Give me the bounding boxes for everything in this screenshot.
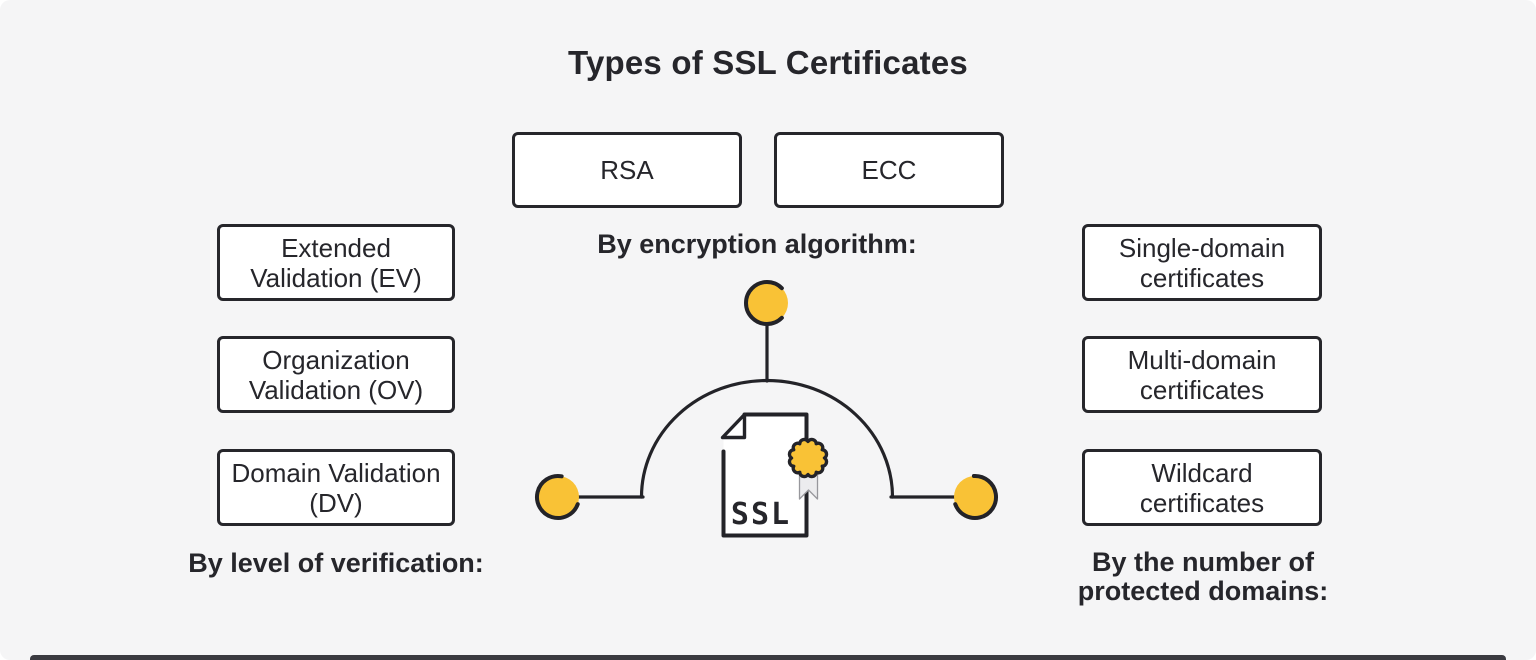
box-multi-domain-label: Multi-domain certificates xyxy=(1127,344,1277,405)
box-organization-validation-label: Organization Validation (OV) xyxy=(248,344,424,405)
right-node-icon xyxy=(954,476,996,518)
box-ecc-label: ECC xyxy=(861,155,917,185)
award-seal-icon xyxy=(787,437,829,479)
right-node-ring xyxy=(953,474,998,520)
box-extended-validation-label: Extended Validation (EV) xyxy=(250,232,422,293)
box-wildcard: Wildcard certificates xyxy=(1082,449,1322,526)
label-level-of-verification: By level of verification: xyxy=(188,548,484,578)
folded-corner-icon xyxy=(720,412,747,440)
label-encryption-algorithm: By encryption algorithm: xyxy=(597,229,917,259)
box-rsa-label: RSA xyxy=(600,155,654,185)
document-fill xyxy=(723,414,807,536)
left-node-ring xyxy=(535,474,580,520)
document-outline xyxy=(721,412,809,538)
top-node-ring xyxy=(744,280,784,326)
ssl-illustration-icon: SSL xyxy=(535,280,998,538)
box-extended-validation: Extended Validation (EV) xyxy=(217,224,455,301)
ssl-label: SSL xyxy=(731,497,791,532)
box-domain-validation: Domain Validation (DV) xyxy=(217,449,455,526)
top-node-icon xyxy=(746,282,788,324)
box-organization-validation: Organization Validation (OV) xyxy=(217,336,455,413)
box-wildcard-label: Wildcard certificates xyxy=(1139,457,1265,518)
box-rsa: RSA xyxy=(512,132,742,208)
box-ecc: ECC xyxy=(774,132,1004,208)
box-single-domain-label: Single-domain certificates xyxy=(1118,232,1286,293)
bottom-divider xyxy=(30,655,1506,660)
page-title: Types of SSL Certificates xyxy=(568,44,968,81)
certificate-icon: SSL xyxy=(720,412,829,538)
box-multi-domain: Multi-domain certificates xyxy=(1082,336,1322,413)
label-number-of-protected-domains: By the number of protected domains: xyxy=(1077,547,1329,606)
box-domain-validation-label: Domain Validation (DV) xyxy=(231,457,441,518)
box-single-domain: Single-domain certificates xyxy=(1082,224,1322,301)
left-node-icon xyxy=(537,476,579,518)
